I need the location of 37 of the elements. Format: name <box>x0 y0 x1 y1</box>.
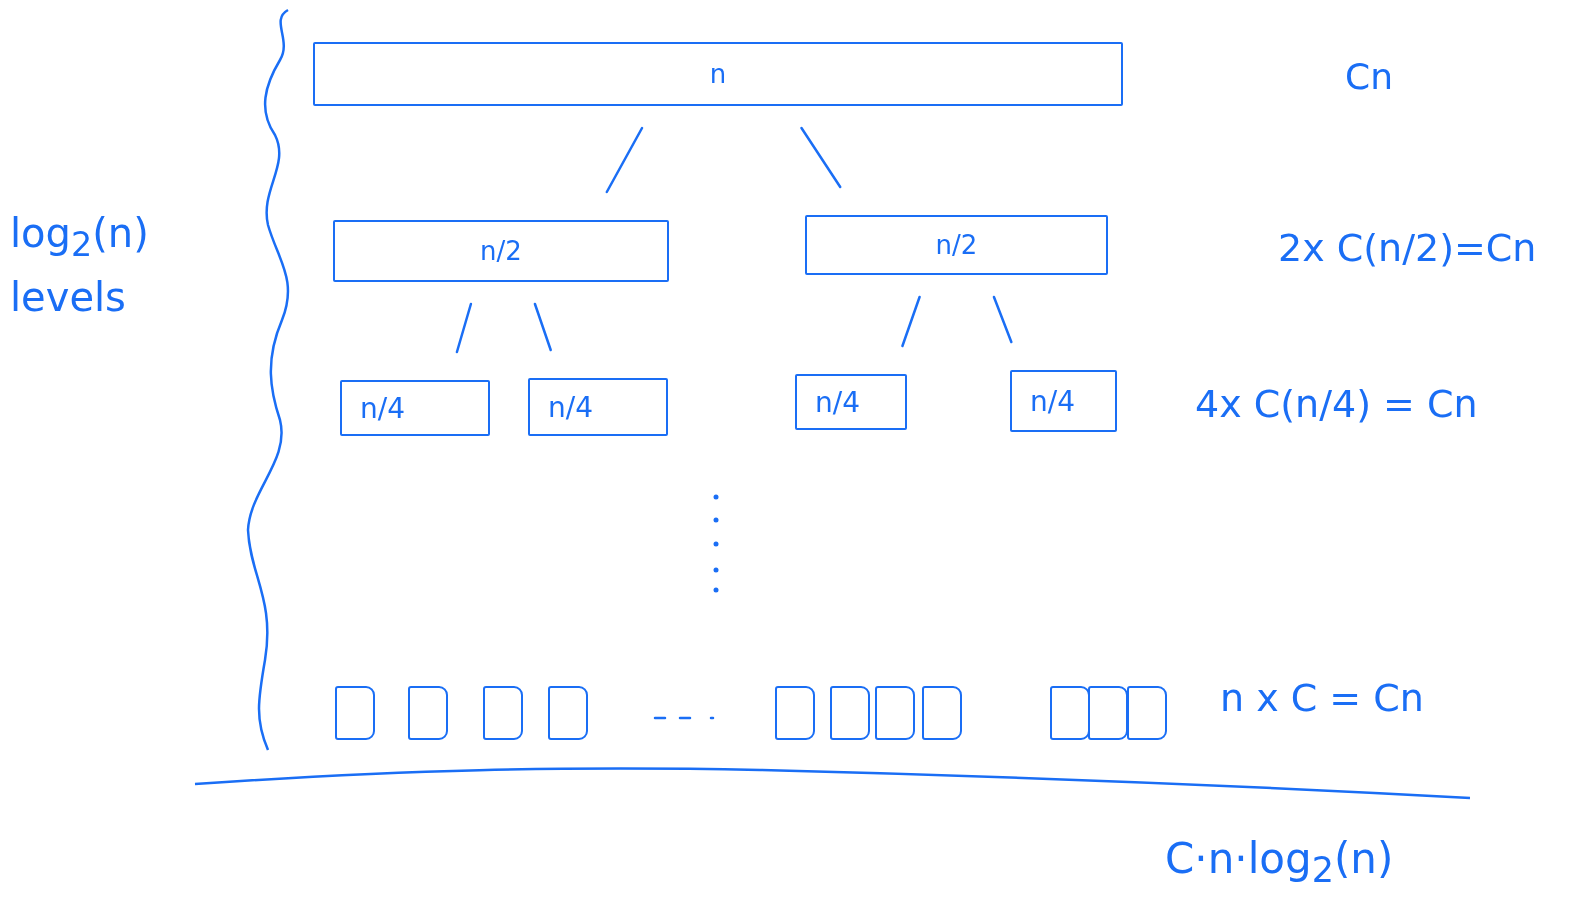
cost-formula: Cn <box>1345 55 1393 99</box>
array-size-label: n/4 <box>548 390 593 424</box>
single-element-box <box>922 686 962 740</box>
tree-line <box>605 126 644 194</box>
array-size-label: n/2 <box>480 236 522 266</box>
single-element-box <box>408 686 448 740</box>
array-box <box>795 374 907 430</box>
array-box <box>333 220 669 282</box>
cost-formula: n x C = Cn <box>1220 675 1424 722</box>
array-size-label: n/4 <box>1030 384 1075 418</box>
array-size-label: n/4 <box>360 391 405 425</box>
single-element-box <box>775 686 815 740</box>
single-element-box <box>548 686 588 740</box>
array-size-label: n <box>709 59 727 89</box>
single-element-box <box>335 686 375 740</box>
tree-line <box>992 295 1013 344</box>
cost-formula: log$_{2}$(n) levels <box>10 209 150 322</box>
array-box <box>805 215 1108 275</box>
tree-line <box>901 295 921 348</box>
cost-formula: 2x C(n/2)=Cn <box>1278 225 1537 272</box>
single-element-box <box>1050 686 1090 740</box>
tree-line <box>455 302 473 354</box>
array-box <box>528 378 668 436</box>
array-box <box>340 380 490 436</box>
single-element-box <box>1127 686 1167 740</box>
array-box <box>313 42 1123 106</box>
tree-line <box>800 126 842 189</box>
tree-line <box>533 302 552 352</box>
array-size-label: n/4 <box>815 385 860 419</box>
single-element-box <box>1088 686 1128 740</box>
cost-formula: 4x C(n/4) = Cn <box>1195 381 1478 428</box>
single-element-box <box>483 686 523 740</box>
array-size-label: n/2 <box>935 230 978 260</box>
cost-formula: C·n·log$_{2}$(n) <box>1165 833 1394 893</box>
array-box <box>1010 370 1117 432</box>
single-element-box <box>830 686 870 740</box>
single-element-box <box>875 686 915 740</box>
